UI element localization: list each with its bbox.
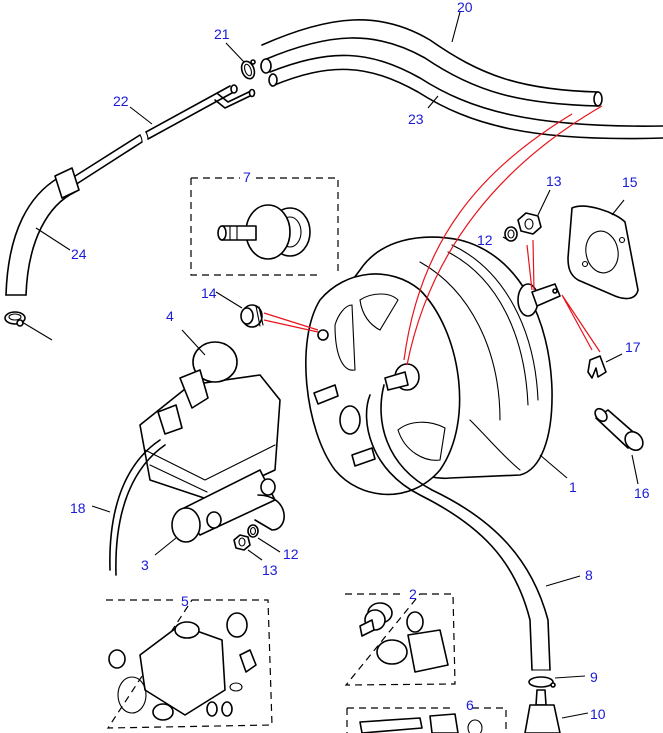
hose-19[interactable] [260,19,603,107]
callout-5[interactable]: 5 [181,593,189,609]
repair-kit-6-box[interactable] [346,707,507,733]
nut-13-lower[interactable] [233,534,251,551]
callout-13-lower[interactable]: 13 [262,562,278,578]
callout-7[interactable]: 7 [243,169,251,185]
hose-22[interactable] [268,54,663,140]
callout-12-top[interactable]: 12 [477,232,493,248]
callout-13-top[interactable]: 13 [546,173,562,189]
brake-servo-1[interactable] [305,236,561,496]
callout-16[interactable]: 16 [634,485,650,501]
leader-lines [21,11,639,719]
callout-12-lower[interactable]: 12 [283,546,299,562]
hose-23[interactable] [5,167,80,296]
master-cylinder-3[interactable] [171,469,285,543]
hose-clip-9[interactable] [528,676,556,688]
fluid-reservoir-4[interactable] [139,341,281,501]
vacuum-hose-8[interactable] [365,384,551,671]
washer-12-lower[interactable] [247,524,259,538]
kit-7-box[interactable] [190,177,339,276]
callout-9[interactable]: 9 [590,669,598,685]
spring-clip-17[interactable] [587,355,607,379]
callout-19[interactable]: 20 [457,0,473,15]
washer-12-top[interactable] [504,226,518,242]
clip-20[interactable] [239,59,256,80]
callout-1[interactable]: 1 [569,479,577,495]
callout-15[interactable]: 15 [622,174,638,190]
callout-14[interactable]: 14 [201,285,217,301]
gasket-15[interactable] [567,205,639,300]
callouts: 20 21 22 23 24 7 14 4 13 12 15 17 16 1 8… [70,0,650,722]
callout-21[interactable]: 22 [113,93,129,109]
callout-17[interactable]: 17 [625,339,641,355]
callout-23[interactable]: 24 [71,246,87,262]
clamp-24[interactable] [4,311,26,327]
servo-seal-kit-2-box[interactable] [344,593,456,686]
callout-4[interactable]: 4 [166,308,174,324]
hose-connector-10[interactable] [524,689,561,733]
clevis-pin-16[interactable] [593,406,647,453]
callout-6[interactable]: 6 [466,697,474,713]
wiring-lead-18[interactable] [109,439,166,576]
callout-20[interactable]: 21 [214,26,230,42]
callout-3[interactable]: 3 [141,557,149,573]
callout-22[interactable]: 23 [408,111,424,127]
callout-10[interactable]: 10 [590,706,606,722]
pipe-21[interactable] [71,84,256,186]
nut-13-top[interactable] [517,212,542,235]
callout-8[interactable]: 8 [585,567,593,583]
grommet-14[interactable] [240,304,264,328]
reservoir-kit-5-box[interactable] [106,599,273,729]
callout-2[interactable]: 2 [409,586,417,602]
connector-lines [263,105,603,366]
callout-18[interactable]: 18 [70,500,86,516]
